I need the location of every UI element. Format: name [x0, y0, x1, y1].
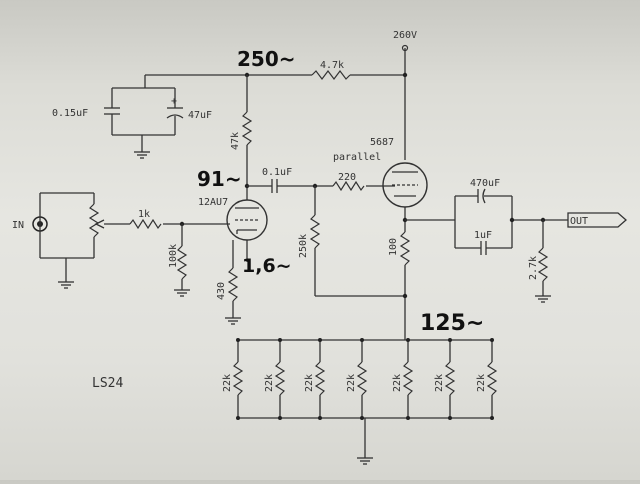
load-resistor-bank: 22k 22k 22k 22k 22k [222, 338, 498, 465]
plate-resistor-label: 47k [230, 132, 241, 150]
bank-resistor-label: 22k [392, 374, 403, 392]
input-resistor-label: 1k [138, 209, 150, 220]
plate-voltage-note: 91~ [197, 167, 242, 191]
bank-resistor-label: 22k [346, 374, 357, 392]
tube1-label: 12AU7 [198, 197, 228, 208]
tube-5687: 5687 parallel [333, 137, 428, 232]
bank-resistor-label: 22k [264, 374, 275, 392]
grid-leak-label: 100k [168, 244, 179, 268]
grid-stopper-label: 220 [338, 172, 356, 183]
tube2-label: 5687 [370, 137, 394, 148]
output-terminal [567, 212, 627, 228]
rail-terminal [401, 44, 409, 52]
bank-resistor-2: 22k [264, 338, 286, 420]
rail-voltage-label: 260V [393, 30, 417, 41]
schematic-title: LS24 [92, 376, 123, 391]
cathode1-resistor-label: 430 [216, 282, 227, 300]
bank-resistor-4: 22k [346, 338, 368, 420]
bank-resistor-1: 22k [222, 338, 244, 420]
cathode2-resistor-label: 100 [388, 238, 399, 256]
cathode2-voltage-note: 125~ [420, 311, 484, 336]
cap-47uf-label: 47uF [188, 110, 212, 121]
coupling-cap-label: 0.1uF [262, 167, 292, 178]
output-cap-main-label: 470uF [470, 178, 500, 189]
bank-resistor-7: 22k [476, 338, 498, 420]
bank-resistor-5: 22k [392, 338, 414, 420]
tube-12au7: 12AU7 1,6~ [198, 197, 292, 277]
stage1-plate-resistor: 47k 91~ [197, 75, 253, 200]
stage1-cathode-resistor: 430 [216, 240, 241, 325]
output-load-label: 2.7k [528, 256, 539, 280]
svg-text:+: + [171, 96, 177, 107]
tube2-note: parallel [333, 152, 381, 163]
input-label: IN [12, 220, 24, 231]
stage2-grid-resistor: 250k [298, 186, 405, 297]
supply-rail: 260V 4.7k 250~ [145, 30, 417, 160]
interstage-coupling: 0.1uF 220 [247, 167, 395, 193]
decoupling-resistor-label: 4.7k [320, 60, 344, 71]
stage2-cathode-resistor: 100 125~ [388, 217, 484, 340]
b-plus-voltage-note: 250~ [237, 47, 296, 71]
decoupling-capacitors: + 0.15uF 47uF [52, 75, 212, 159]
cathode1-voltage-note: 1,6~ [242, 255, 292, 277]
bank-resistor-label: 22k [476, 374, 487, 392]
bank-resistor-label: 22k [304, 374, 315, 392]
output-label: OUT [570, 216, 588, 227]
bank-resistor-label: 22k [434, 374, 445, 392]
bank-resistor-3: 22k [304, 338, 326, 420]
output-section: 470uF 1uF 2.7k OUT [405, 178, 627, 303]
cap-015uf-label: 0.15uF [52, 108, 88, 119]
bank-resistor-label: 22k [222, 374, 233, 392]
output-cap-bypass-label: 1uF [474, 230, 492, 241]
input-section: IN 1k 100k [12, 192, 230, 297]
grid-resistor-label: 250k [298, 234, 309, 258]
bank-resistor-6: 22k [434, 338, 456, 420]
